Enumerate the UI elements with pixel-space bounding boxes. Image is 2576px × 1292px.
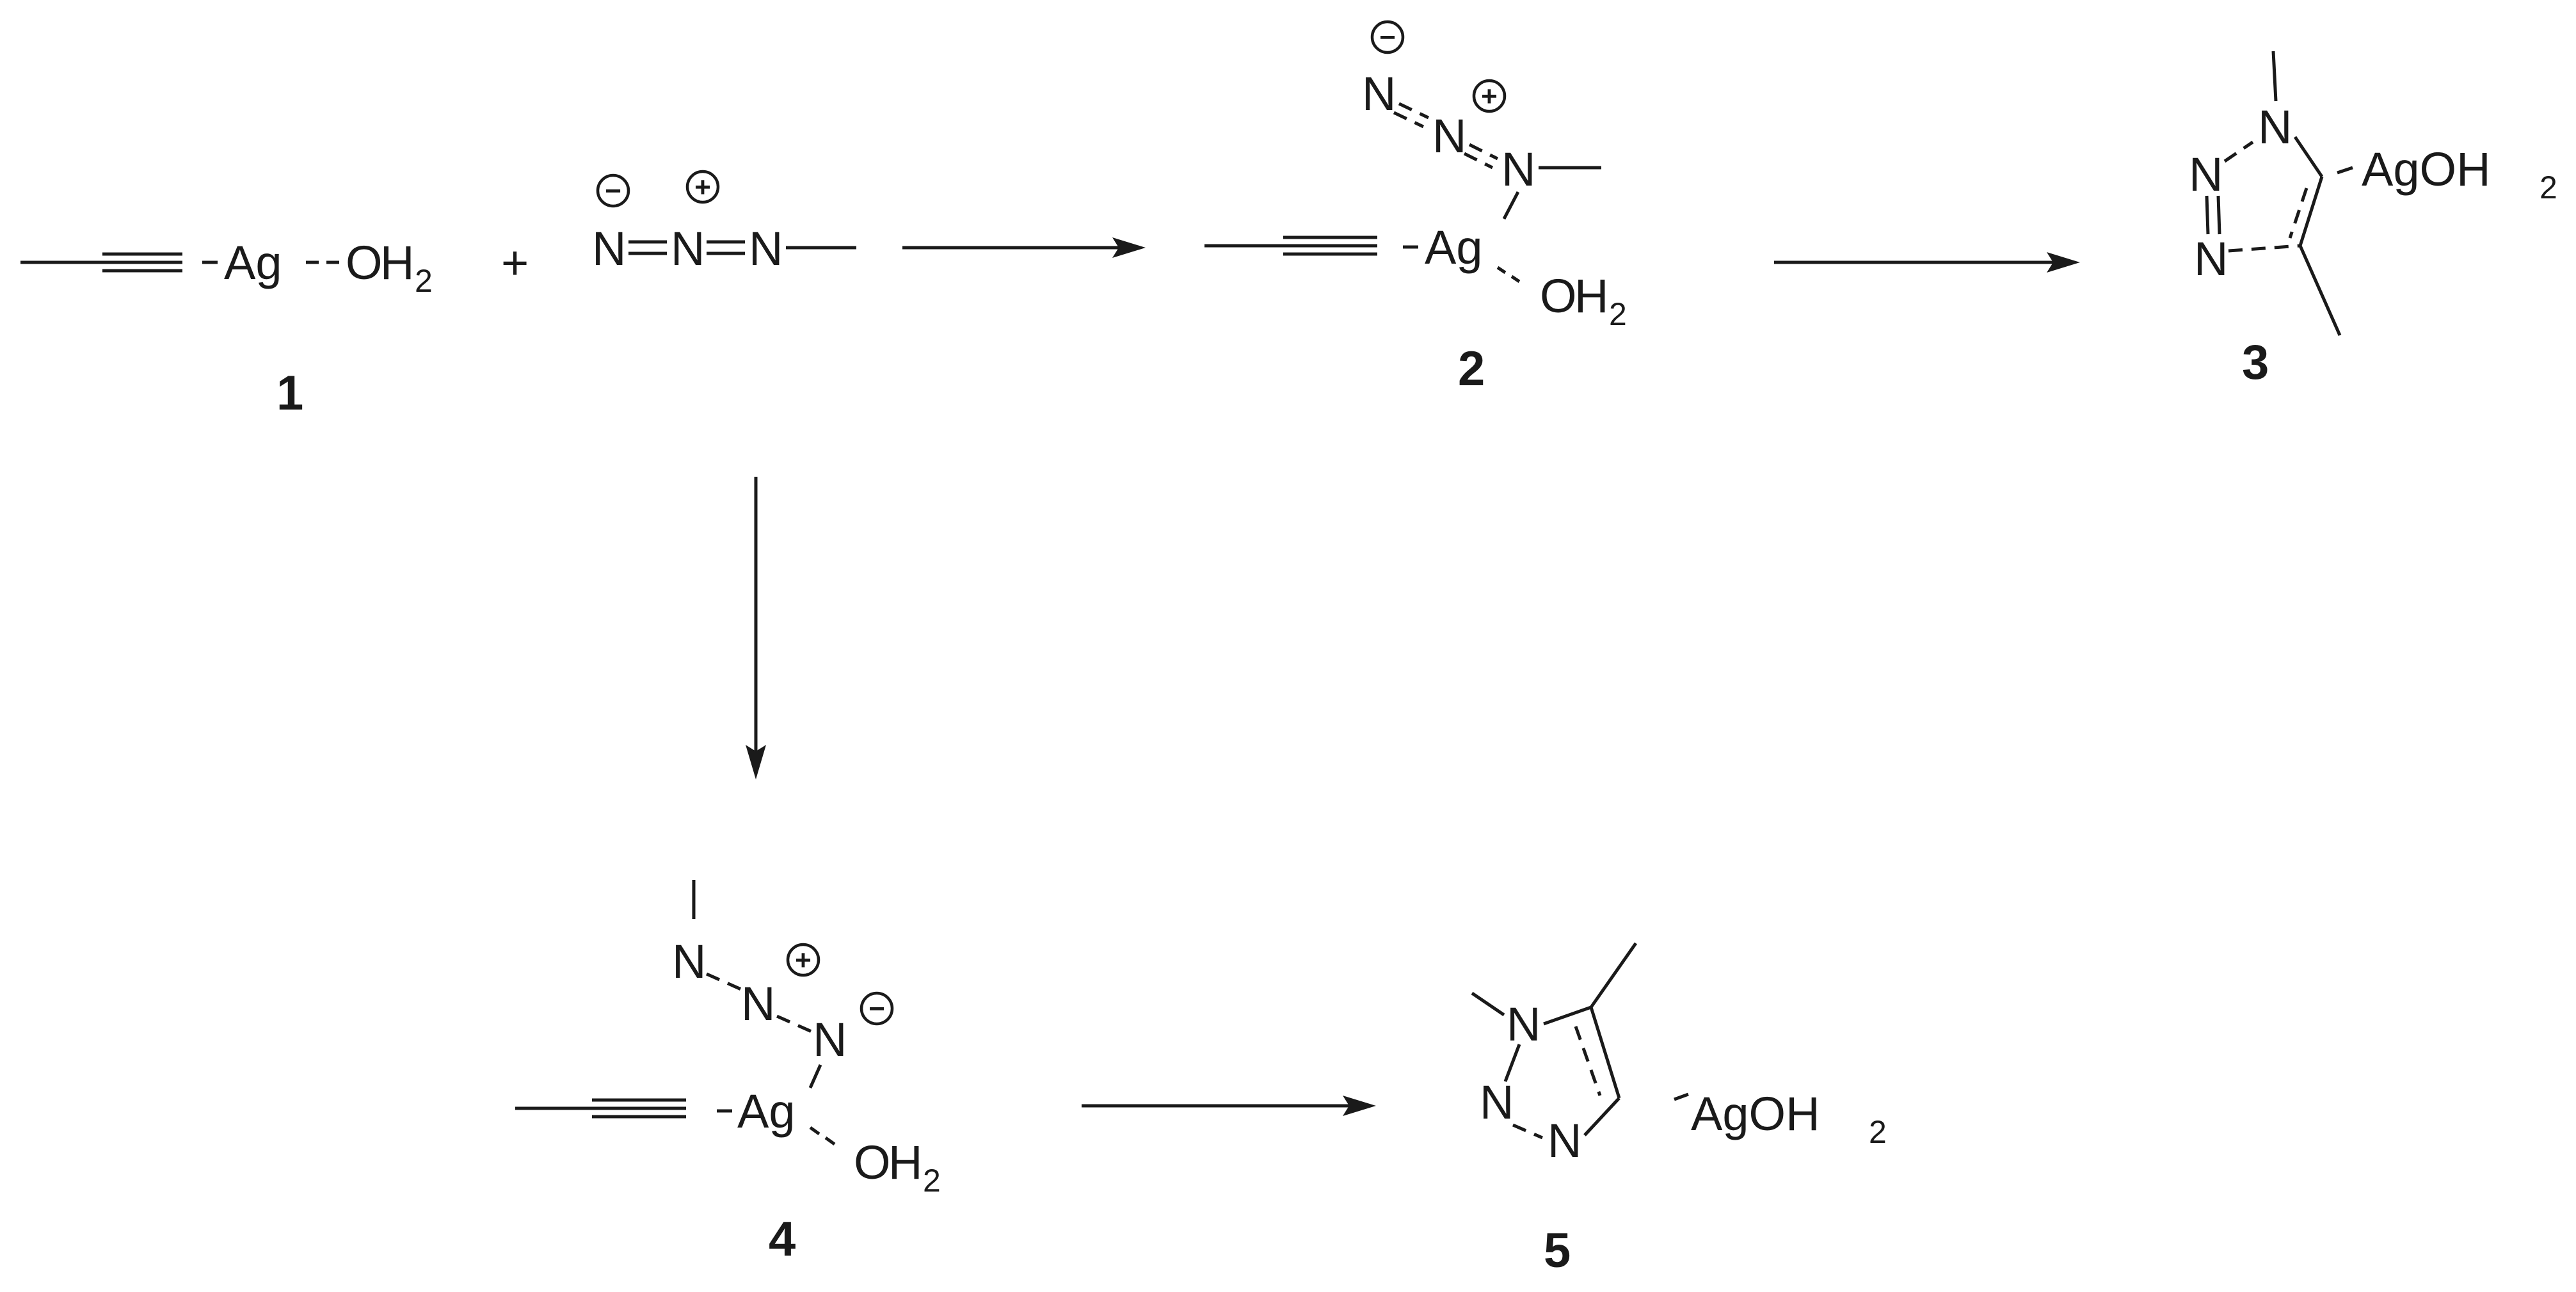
reaction-arrow-2-to-3 bbox=[1774, 252, 2080, 273]
compound-2: − N + N N Ag O H 2 2 bbox=[1204, 20, 1627, 396]
oxygen-atom-label: O bbox=[346, 236, 383, 289]
reaction-arrow-1-to-4 bbox=[746, 477, 766, 779]
compound-number-2: 2 bbox=[1458, 342, 1485, 396]
hydrogen-subscript: 2 bbox=[415, 263, 433, 299]
ring-bond-c5-c4 bbox=[2298, 176, 2324, 246]
azide-central-nitrogen: N bbox=[741, 977, 775, 1030]
compound-number-5: 5 bbox=[1544, 1224, 1571, 1278]
azide-bond-lower-2 bbox=[1463, 152, 1494, 170]
svg-text:−: − bbox=[1379, 22, 1396, 53]
hydrogen-atom-label: H bbox=[888, 1136, 922, 1189]
negative-charge-icon bbox=[860, 991, 894, 1026]
silver-hydroxide-label: AgOH bbox=[1691, 1087, 1820, 1140]
ring-bond-n2-n3 bbox=[1512, 1123, 1543, 1140]
silver-hydroxide-label: AgOH bbox=[2362, 143, 2491, 196]
svg-text:+: + bbox=[694, 171, 711, 203]
n-methyl-bond bbox=[2271, 51, 2278, 102]
hydrogen-subscript: 2 bbox=[1869, 1114, 1887, 1150]
hydrogen-subscript: 2 bbox=[923, 1163, 941, 1199]
hydrogen-subscript: 2 bbox=[1609, 296, 1627, 332]
silver-atom-label: Ag bbox=[737, 1085, 796, 1138]
azide-bond-upper-2 bbox=[1393, 111, 1425, 129]
compound-number-1: 1 bbox=[276, 366, 303, 420]
ring-bond-n2-n3-double bbox=[2216, 195, 2221, 235]
azide-central-nitrogen: N bbox=[1432, 109, 1466, 163]
azide-bond-lower bbox=[1468, 143, 1499, 161]
azide-coordinating-nitrogen: N bbox=[1501, 143, 1535, 196]
n-ag-bond bbox=[1502, 191, 1520, 220]
ring-bond-n3-c4 bbox=[2228, 244, 2301, 253]
svg-text:−: − bbox=[605, 175, 621, 207]
methyl-azide: − + N N N bbox=[592, 170, 856, 275]
n-methyl-bond bbox=[1471, 991, 1505, 1017]
negative-charge-icon bbox=[596, 173, 630, 208]
hydrogen-atom-label: H bbox=[380, 236, 414, 289]
ring-nitrogen-2: N bbox=[2189, 148, 2223, 201]
svg-text:+: + bbox=[1481, 81, 1498, 112]
positive-charge-icon bbox=[1472, 79, 1507, 113]
azide-coordinating-nitrogen: N bbox=[813, 1013, 847, 1066]
ring-nitrogen-3: N bbox=[1548, 1114, 1581, 1167]
positive-charge-icon bbox=[685, 170, 720, 204]
reaction-plus-sign: + bbox=[501, 236, 529, 289]
c-methyl-bond bbox=[1589, 942, 1638, 1009]
hydrogen-subscript: 2 bbox=[2540, 170, 2557, 205]
ring-bond-n1-n2 bbox=[2223, 140, 2254, 163]
ag-coordination-dash bbox=[1674, 1092, 1689, 1101]
azide-bond-upper bbox=[705, 972, 742, 991]
svg-text:+: + bbox=[795, 945, 812, 976]
compound-number-4: 4 bbox=[769, 1212, 796, 1266]
n-ag-bond bbox=[808, 1064, 822, 1089]
ring-bond-c5-c4-delocalized bbox=[1574, 1026, 1602, 1096]
ring-bond-c5-c4-delocalized bbox=[2288, 187, 2308, 239]
compound-1: Ag O H 2 1 bbox=[20, 236, 433, 420]
ring-bond-c5-c4 bbox=[1589, 1007, 1621, 1099]
azide-terminal-nitrogen: N bbox=[672, 935, 706, 988]
oxygen-atom-label: O bbox=[854, 1136, 891, 1189]
svg-text:−: − bbox=[868, 993, 885, 1025]
hydrogen-atom-label: H bbox=[1574, 269, 1608, 323]
water-coordination-dash-2 bbox=[1510, 275, 1521, 283]
water-coordination-dash-1 bbox=[809, 1126, 820, 1136]
azide-nitrogen-3: N bbox=[749, 222, 783, 275]
ring-nitrogen-1: N bbox=[2258, 100, 2292, 154]
ring-nitrogen-3: N bbox=[2194, 232, 2228, 285]
ring-bond-n2-n3 bbox=[2205, 195, 2210, 235]
ring-bond-c4-n3 bbox=[1583, 1097, 1620, 1136]
negative-charge-icon bbox=[1370, 20, 1405, 54]
silver-atom-label: Ag bbox=[1425, 221, 1483, 274]
ring-bond-n1-n2 bbox=[1503, 1044, 1521, 1082]
reaction-arrow-1-to-2 bbox=[902, 237, 1146, 258]
reaction-arrow-4-to-5 bbox=[1082, 1096, 1376, 1116]
ring-nitrogen-2: N bbox=[1480, 1076, 1514, 1129]
compound-3: N N N AgOH 2 3 bbox=[2189, 51, 2557, 390]
compound-4: N + N − N Ag O H 2 4 bbox=[515, 880, 941, 1266]
azide-bond-lower bbox=[776, 1014, 813, 1033]
ag-coordination-dash bbox=[2337, 166, 2353, 175]
water-coordination-dash-1 bbox=[1496, 266, 1507, 275]
compound-5: N N N AgOH 2 5 bbox=[1471, 942, 1887, 1278]
c-methyl-bond bbox=[2298, 244, 2342, 337]
positive-charge-icon bbox=[786, 943, 820, 977]
azide-terminal-nitrogen: N bbox=[1362, 67, 1396, 120]
azide-nitrogen-2: N bbox=[671, 222, 705, 275]
ring-bond-n1-c5 bbox=[1543, 1005, 1592, 1026]
azide-bond-upper bbox=[1398, 102, 1430, 120]
silver-atom-label: Ag bbox=[224, 236, 282, 289]
water-coordination-dash-2 bbox=[824, 1136, 836, 1146]
ring-nitrogen-1: N bbox=[1507, 998, 1540, 1051]
azide-nitrogen-1: N bbox=[592, 222, 626, 275]
compound-number-3: 3 bbox=[2242, 335, 2269, 390]
ring-bond-n1-c5 bbox=[2293, 136, 2324, 178]
oxygen-atom-label: O bbox=[1540, 269, 1577, 323]
